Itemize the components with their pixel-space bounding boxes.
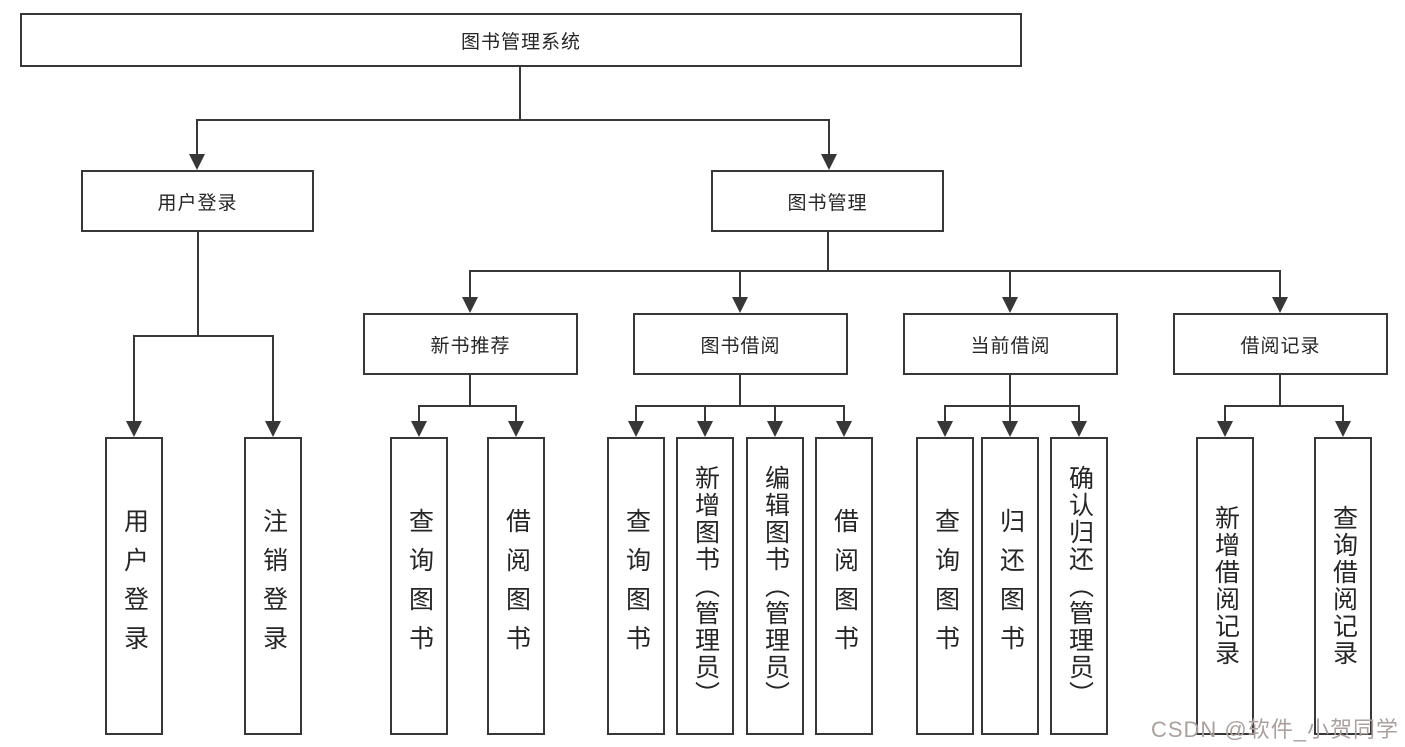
- arrow-down-icon: [189, 154, 205, 170]
- leaf-user-login: 用户登录: [105, 437, 163, 735]
- leaf-query-borrow-record: 查询借阅记录: [1314, 437, 1372, 735]
- connector-line: [635, 405, 637, 421]
- leaf-add-books-admin: 新增图书（管理员）: [676, 437, 734, 735]
- arrow-down-icon: [508, 421, 524, 437]
- connector-line: [1224, 405, 1343, 407]
- arrow-down-icon: [767, 421, 783, 437]
- connector-line: [515, 405, 517, 421]
- connector-line: [1224, 405, 1226, 421]
- connector-line: [843, 405, 845, 421]
- leaf-add-borrow-record: 新增借阅记录: [1196, 437, 1254, 735]
- leaf-query-books: 查询图书: [390, 437, 448, 735]
- arrow-down-icon: [697, 421, 713, 437]
- connector-line: [418, 405, 420, 421]
- leaf-query-books: 查询图书: [607, 437, 665, 735]
- connector-line: [272, 335, 274, 421]
- arrow-down-icon: [628, 421, 644, 437]
- leaf-edit-books-admin: 编辑图书（管理员）: [746, 437, 804, 735]
- connector-line: [1009, 405, 1011, 421]
- connector-line: [469, 375, 471, 405]
- arrow-down-icon: [937, 421, 953, 437]
- connector-line: [739, 375, 741, 405]
- leaf-logout-login: 注销登录: [244, 437, 302, 735]
- arrow-down-icon: [836, 421, 852, 437]
- connector-line: [944, 405, 1079, 407]
- node-user-login: 用户登录: [81, 170, 314, 232]
- node-new-book-recommend: 新书推荐: [363, 313, 578, 375]
- node-borrow-records: 借阅记录: [1173, 313, 1388, 375]
- leaf-query-books: 查询图书: [916, 437, 974, 735]
- connector-line: [635, 405, 844, 407]
- connector-line: [827, 232, 829, 270]
- arrow-down-icon: [411, 421, 427, 437]
- connector-line: [944, 405, 946, 421]
- connector-line: [196, 119, 198, 154]
- connector-line: [197, 119, 830, 121]
- arrow-down-icon: [732, 297, 748, 313]
- arrow-down-icon: [1335, 421, 1351, 437]
- leaf-return-books: 归还图书: [981, 437, 1039, 735]
- connector-line: [1279, 270, 1281, 297]
- connector-line: [469, 270, 471, 297]
- arrow-down-icon: [1002, 421, 1018, 437]
- arrow-down-icon: [462, 297, 478, 313]
- connector-line: [519, 67, 521, 119]
- node-current-borrow: 当前借阅: [903, 313, 1118, 375]
- connector-line: [828, 119, 830, 154]
- connector-line: [133, 335, 273, 337]
- arrow-down-icon: [1272, 297, 1288, 313]
- connector-line: [1009, 375, 1011, 405]
- connector-line: [1279, 375, 1281, 405]
- leaf-confirm-return-admin: 确认归还（管理员）: [1050, 437, 1108, 735]
- connector-line: [739, 270, 741, 297]
- leaf-borrow-books: 借阅图书: [815, 437, 873, 735]
- connector-line: [774, 405, 776, 421]
- connector-line: [704, 405, 706, 421]
- arrow-down-icon: [821, 154, 837, 170]
- arrow-down-icon: [265, 421, 281, 437]
- node-book-borrow: 图书借阅: [633, 313, 848, 375]
- node-library-management-system: 图书管理系统: [20, 13, 1022, 67]
- connector-line: [469, 270, 1280, 272]
- arrow-down-icon: [1002, 297, 1018, 313]
- node-book-management: 图书管理: [711, 170, 944, 232]
- arrow-down-icon: [1071, 421, 1087, 437]
- connector-line: [197, 232, 199, 335]
- connector-line: [418, 405, 516, 407]
- connector-line: [1009, 270, 1011, 297]
- connector-line: [133, 335, 135, 421]
- arrow-down-icon: [126, 421, 142, 437]
- arrow-down-icon: [1217, 421, 1233, 437]
- csdn-watermark: CSDN @软件_小贺同学: [1150, 717, 1399, 742]
- connector-line: [1078, 405, 1080, 421]
- connector-line: [1342, 405, 1344, 421]
- leaf-borrow-books: 借阅图书: [487, 437, 545, 735]
